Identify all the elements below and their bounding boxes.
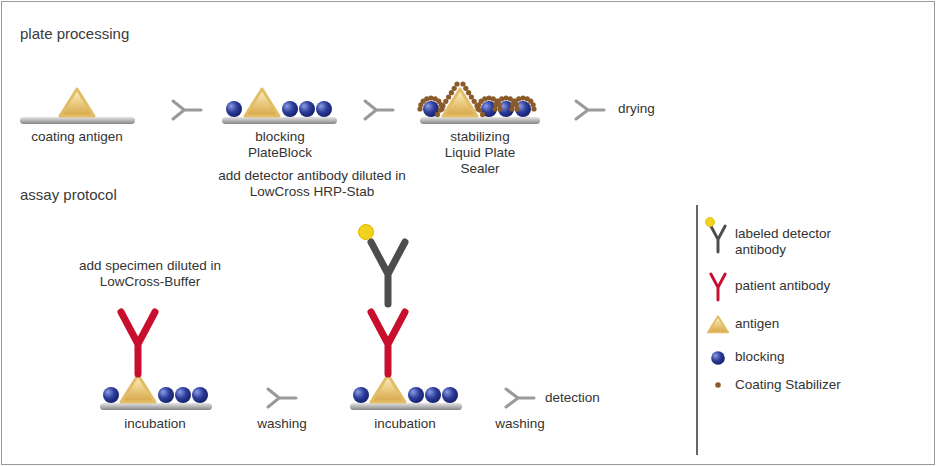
step-caption: incubation: [124, 416, 186, 432]
legend-antigen-icon: [708, 316, 728, 332]
step-label: detection: [545, 390, 600, 406]
blocking-bead: [316, 101, 332, 117]
detector-antibody: [711, 226, 725, 252]
blocking-bead: [353, 387, 369, 403]
label-ball: [706, 218, 715, 227]
stabilizer-dot: [477, 107, 482, 112]
stabilizer-dot: [466, 90, 471, 95]
step-chevron: [506, 389, 534, 407]
patient-antibody: [371, 312, 405, 374]
stabilizer-dot: [715, 382, 721, 388]
blocking-bead: [158, 387, 174, 403]
legend-text: patient antibody: [735, 278, 830, 294]
plate-bar: [222, 117, 337, 124]
antigen-shape: [371, 375, 405, 402]
plate-bar: [100, 403, 212, 410]
antigen-shape: [60, 89, 94, 116]
stabilizer-dot: [460, 81, 465, 86]
blocking-bead: [425, 387, 441, 403]
step-caption: coating antigen: [31, 129, 123, 145]
stabilizer-dot: [469, 94, 474, 99]
stabilizer-dot: [474, 103, 479, 108]
edge-label: washing: [257, 416, 307, 432]
stabilizer-dot: [438, 107, 443, 112]
plate-step: blocking PlateBlock: [201, 75, 365, 165]
stabilizer-dot: [440, 103, 445, 108]
step-chevron: [268, 389, 296, 407]
stabilizer-dot: [454, 81, 459, 86]
step-label: add specimen diluted in LowCross-Buffer: [64, 258, 236, 290]
stabilizer-dot: [472, 99, 477, 104]
blocking-bead: [423, 101, 439, 117]
step-caption: blocking PlateBlock: [239, 129, 321, 161]
legend-detector-icon: [711, 226, 725, 252]
legend-text: antigen: [735, 316, 779, 332]
plate-step: stabilizing Liquid Plate Sealer: [393, 75, 560, 181]
legend-text: Coating Stabilizer: [735, 377, 841, 393]
stabilizer-dot: [497, 106, 502, 111]
legend-text: labeled detector antibody: [735, 226, 847, 258]
step-label: washing: [495, 416, 545, 432]
stabilizer-dot: [435, 112, 440, 117]
step-label: add detector antibody diluted in LowCros…: [205, 168, 420, 200]
stabilizer-dot: [443, 99, 448, 104]
stabilizer-dot: [463, 86, 468, 91]
blocking-bead: [408, 387, 424, 403]
plate-bar: [420, 117, 540, 124]
antigen-shape: [121, 375, 155, 402]
label-ball: [359, 225, 374, 240]
plate-step: incubation: [90, 300, 268, 436]
blocking-bead: [175, 387, 191, 403]
step-label: drying: [618, 101, 655, 117]
step-caption: incubation: [374, 416, 436, 432]
legend-divider: [696, 205, 698, 455]
patient-antibody: [711, 274, 725, 300]
blocking-bead: [282, 101, 298, 117]
patient-antibody: [121, 312, 155, 374]
stabilizer-dot: [531, 106, 536, 111]
plate-step: incubation: [296, 205, 470, 436]
blocking-bead: [442, 387, 458, 403]
step-chevron: [365, 101, 393, 119]
antigen-shape: [708, 316, 728, 332]
detector-antibody: [371, 242, 405, 304]
stabilizer-dot: [446, 94, 451, 99]
section-heading: assay protocol: [20, 186, 117, 204]
stabilizer-dot: [514, 106, 519, 111]
plate-bar: [350, 403, 462, 410]
blocking-bead: [103, 387, 119, 403]
blocking-bead: [711, 351, 725, 365]
blocking-bead: [192, 387, 208, 403]
legend-text: blocking: [735, 349, 785, 365]
blocking-bead: [299, 101, 315, 117]
legend-blocking-icon: [711, 351, 725, 365]
step-chevron: [576, 101, 604, 119]
blocking-bead: [226, 101, 242, 117]
antigen-shape: [443, 89, 477, 116]
stabilizer-dot: [452, 86, 457, 91]
stabilizer-dot: [449, 90, 454, 95]
stabilizer-dot: [480, 112, 485, 117]
plate-step: coating antigen: [15, 75, 173, 149]
section-heading: plate processing: [20, 25, 129, 43]
step-chevron: [173, 101, 201, 119]
legend-patient-icon: [711, 274, 725, 300]
plate-bar: [20, 117, 135, 124]
step-caption: stabilizing Liquid Plate Sealer: [438, 129, 522, 177]
antigen-shape: [245, 89, 279, 116]
